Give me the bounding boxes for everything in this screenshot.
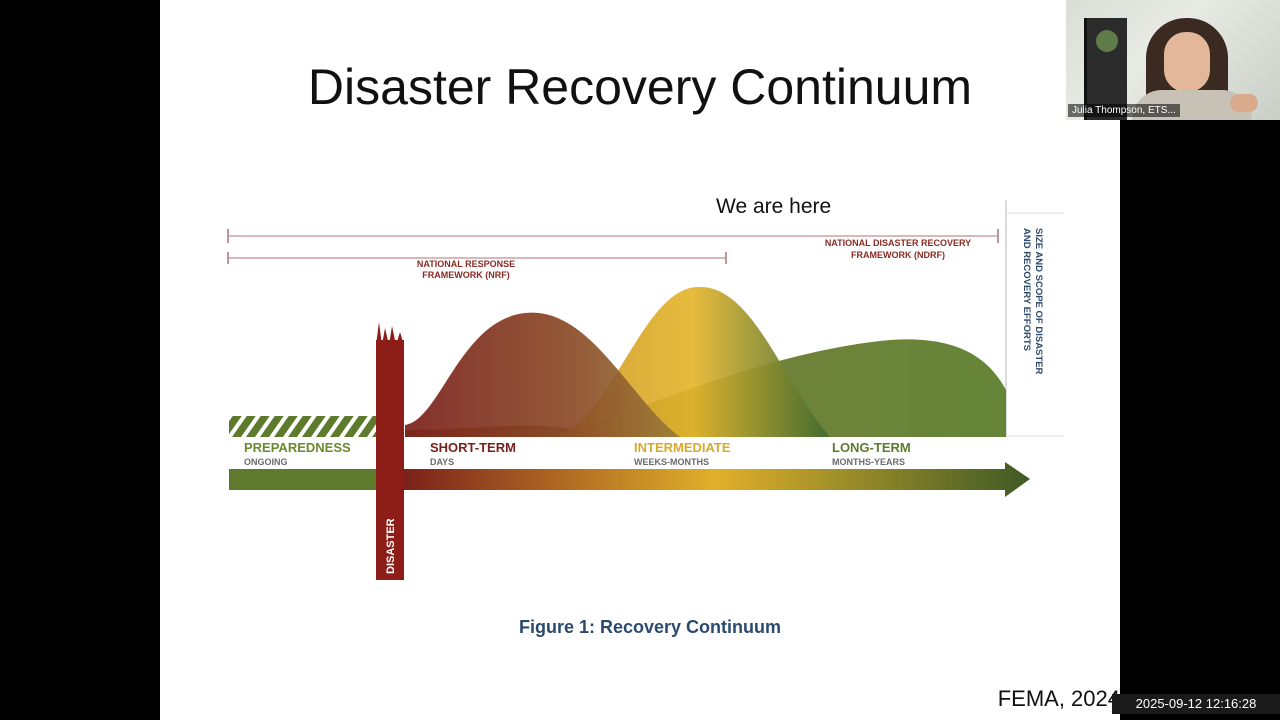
- ndrf-bracket: [227, 229, 999, 243]
- side-label-line2: AND RECOVERY EFFORTS: [1021, 228, 1032, 351]
- phase-short-term-label: SHORT-TERM: [430, 440, 516, 455]
- source-citation: FEMA, 2024: [997, 686, 1120, 711]
- slide-title: Disaster Recovery Continuum: [307, 59, 973, 115]
- nrf-label-line2: FRAMEWORK (NRF): [422, 270, 509, 280]
- preparedness-hatch: [229, 416, 377, 437]
- phase-intermediate-label: INTERMEDIATE: [634, 440, 731, 455]
- phase-short-term-sub: DAYS: [430, 457, 454, 467]
- disaster-spike: [376, 322, 404, 580]
- side-label-line1: SIZE AND SCOPE OF DISASTER: [1033, 228, 1044, 375]
- short-term-curve: [405, 312, 680, 437]
- ndrf-label-line2: FRAMEWORK (NDRF): [851, 250, 945, 260]
- phase-long-term-sub: MONTHS-YEARS: [832, 457, 905, 467]
- background-plant: [1096, 30, 1118, 52]
- nrf-bracket: [227, 252, 727, 264]
- participant-face: [1164, 32, 1210, 92]
- participant-name-tag: Julia Thompson, ETS...: [1068, 104, 1180, 117]
- ndrf-label-line1: NATIONAL DISASTER RECOVERY: [825, 238, 971, 248]
- recovery-timeline-arrow: [400, 462, 1030, 497]
- participant-hand: [1230, 94, 1258, 112]
- phase-preparedness-label: PREPAREDNESS: [244, 440, 351, 455]
- disaster-label: DISASTER: [385, 518, 397, 574]
- we-are-here-annotation: We are here: [716, 195, 832, 218]
- participant-video-tile[interactable]: Julia Thompson, ETS...: [1066, 0, 1280, 120]
- recovery-continuum-diagram: NATIONAL RESPONSE FRAMEWORK (NRF) NATION…: [227, 200, 1064, 580]
- phase-preparedness-sub: ONGOING: [244, 457, 288, 467]
- presentation-slide: Disaster Recovery Continuum We are here: [160, 0, 1120, 720]
- preparedness-arrow-segment: [229, 469, 379, 490]
- phase-intermediate-sub: WEEKS-MONTHS: [634, 457, 709, 467]
- phase-label-band: [229, 437, 1005, 467]
- figure-caption: Figure 1: Recovery Continuum: [518, 617, 782, 637]
- phase-long-term-label: LONG-TERM: [832, 440, 911, 455]
- nrf-label-line1: NATIONAL RESPONSE: [417, 259, 515, 269]
- recording-timestamp: 2025-09-12 12:16:28: [1112, 694, 1280, 714]
